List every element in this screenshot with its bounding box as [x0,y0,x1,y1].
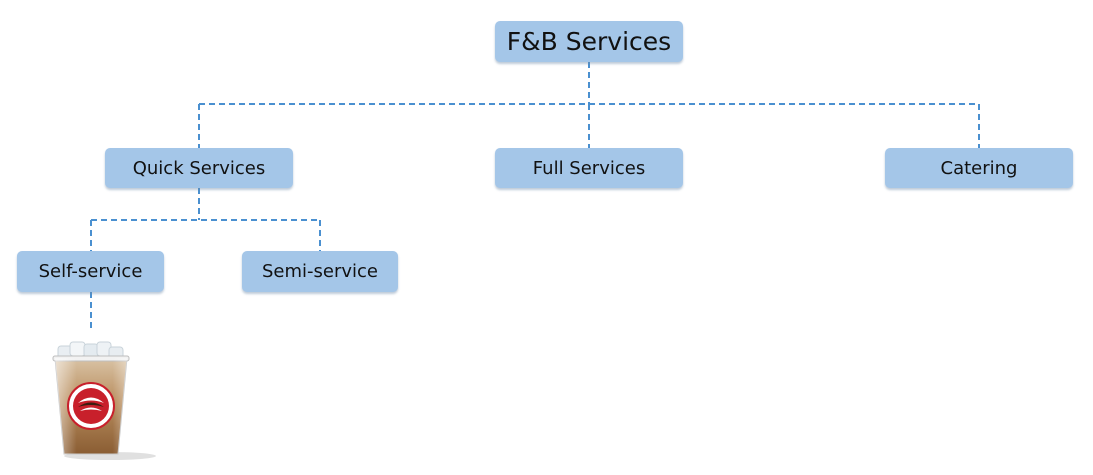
node-label: Self-service [38,261,143,282]
node-label: F&B Services [506,27,672,56]
node-quick-services: Quick Services [105,148,293,188]
node-label: Semi-service [261,261,378,282]
node-self-service: Self-service [17,251,164,292]
node-label: Catering [940,157,1018,179]
node-catering: Catering [885,148,1073,188]
node-label: Quick Services [132,157,266,179]
node-full-services: Full Services [495,148,683,188]
node-label: Full Services [532,157,646,179]
iced-coffee-cup-icon [48,340,164,462]
node-semi-service: Semi-service [242,251,398,292]
node-fb-services: F&B Services [495,21,683,62]
